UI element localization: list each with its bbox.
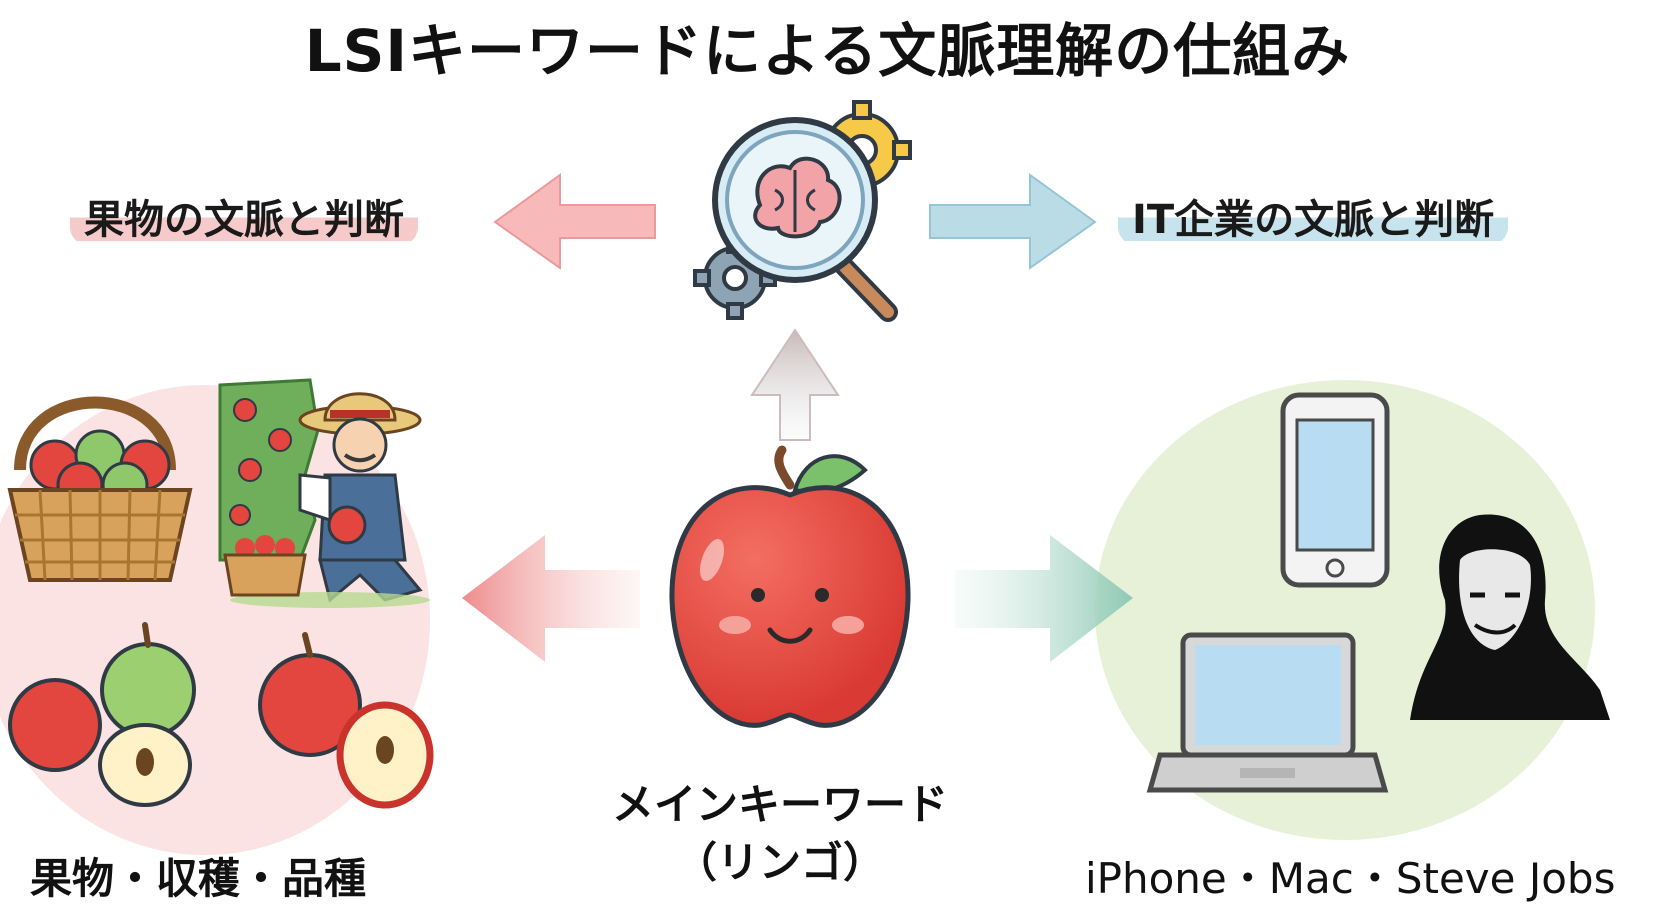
main-keyword-line2: （リンゴ）	[674, 838, 885, 887]
main-keyword-label: メインキーワード （リンゴ）	[560, 776, 1000, 892]
arrow-to-fruit-group	[462, 535, 640, 662]
it-group-caption: iPhone・Mac・Steve Jobs	[1085, 854, 1616, 903]
arrow-up-to-analysis	[750, 328, 840, 441]
laptop-icon	[1146, 632, 1389, 793]
arrow-to-fruit-context	[493, 173, 656, 270]
person-portrait-icon	[1410, 514, 1610, 720]
fruit-context-label: 果物の文脈と判断	[70, 195, 418, 245]
arrow-to-it-group	[955, 535, 1133, 662]
page-title: LSIキーワードによる文脈理解の仕組み	[304, 17, 1351, 85]
it-context-label: IT企業の文脈と判断	[1118, 195, 1509, 245]
apple-variety-icon	[8, 622, 434, 809]
farmer-icon	[230, 392, 430, 608]
apple-mascot-icon	[669, 445, 911, 728]
apple-tree-icon	[218, 378, 320, 562]
arrow-to-it-context	[929, 173, 1097, 270]
fruit-group-caption: 果物・収穫・品種	[30, 854, 367, 903]
magnifier-brain-icon	[712, 117, 898, 322]
small-basket-icon	[223, 535, 307, 597]
main-keyword-line1: メインキーワード	[611, 780, 948, 829]
smartphone-icon	[1280, 392, 1390, 588]
apple-basket-icon	[7, 396, 193, 582]
